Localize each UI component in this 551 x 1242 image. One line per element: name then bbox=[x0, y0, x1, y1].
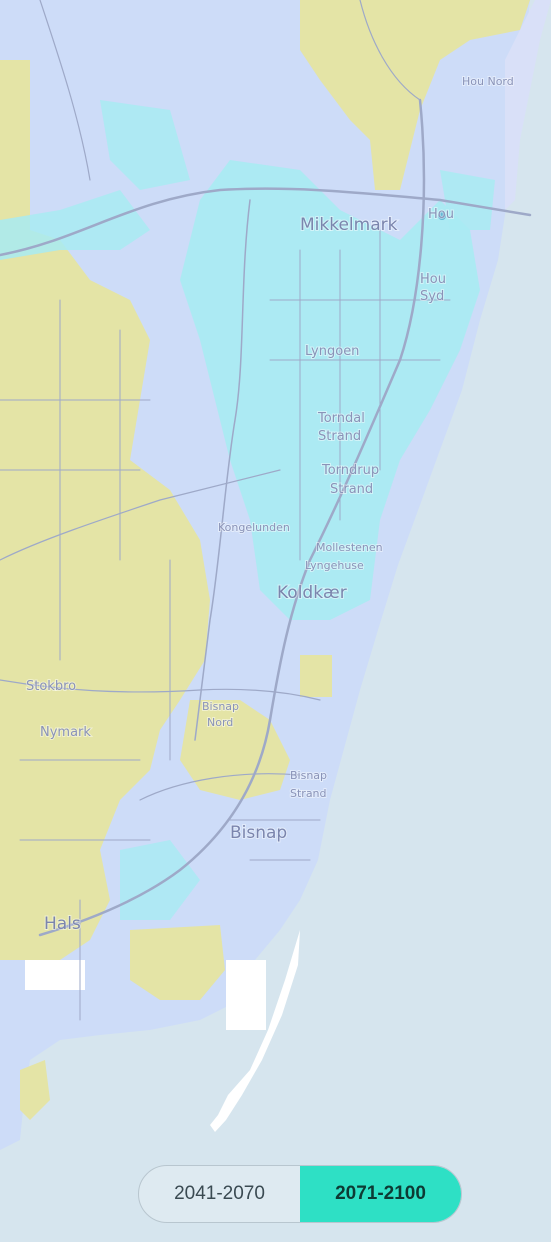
yellow-zone bbox=[300, 655, 332, 697]
place-label-lyngoen: Lyngoen bbox=[305, 344, 359, 359]
marker-dot bbox=[438, 212, 446, 220]
road bbox=[194, 199, 251, 741]
road bbox=[39, 0, 91, 181]
place-label-stokbro: Stokbro bbox=[26, 679, 76, 694]
place-label-hou-syd: Syd bbox=[420, 289, 444, 304]
place-label-koldkaer: Koldkær bbox=[277, 583, 347, 603]
place-label-nymark: Nymark bbox=[40, 725, 91, 740]
road bbox=[139, 773, 301, 801]
yellow-zone bbox=[20, 1060, 50, 1120]
place-label-lyngehuse: Lyngehuse bbox=[305, 559, 364, 572]
yellow-zone bbox=[300, 0, 530, 190]
place-label-torndrup-strand: Strand bbox=[330, 482, 373, 497]
main-road bbox=[38, 98, 426, 937]
place-labels: Hou Nord Hou Hou Syd Mikkelmark Lyngoen … bbox=[25, 74, 515, 935]
north-peninsula bbox=[505, 0, 551, 210]
main-road bbox=[0, 187, 532, 257]
cyan-zone bbox=[180, 160, 480, 620]
period-option-2041-2070[interactable]: 2041-2070 bbox=[174, 1183, 265, 1204]
cyan-zone bbox=[440, 170, 495, 230]
white-patch bbox=[25, 960, 85, 990]
place-label-bisnap-nord: Nord bbox=[207, 716, 233, 729]
road bbox=[0, 679, 321, 701]
place-label-bisnap: Bisnap bbox=[230, 823, 287, 843]
road bbox=[359, 0, 421, 101]
place-label-bisnap-nord: Bisnap bbox=[202, 700, 239, 713]
yellow-zone bbox=[180, 700, 290, 800]
place-label-hou-syd: Hou bbox=[420, 272, 446, 287]
yellow-zone bbox=[130, 925, 225, 1000]
place-label-kongelunden: Kongelunden bbox=[218, 521, 290, 534]
place-label-torndal-strand: Strand bbox=[318, 429, 361, 444]
place-label-mikkelmark: Mikkelmark bbox=[300, 215, 398, 235]
period-toggle[interactable]: 2041-2070 2071-2100 bbox=[138, 1165, 462, 1223]
period-option-2071-2100[interactable]: 2071-2100 bbox=[300, 1166, 461, 1222]
place-label-torndal-strand: Torndal bbox=[317, 411, 365, 426]
place-label-bisnap-strand: Bisnap bbox=[290, 769, 327, 782]
yellow-zone bbox=[0, 60, 210, 960]
road-network bbox=[0, 0, 532, 1021]
cyan-zone bbox=[120, 840, 200, 920]
place-label-hou-nord: Hou Nord bbox=[462, 75, 514, 88]
white-patch bbox=[226, 960, 266, 1030]
cyan-zone bbox=[100, 100, 190, 190]
place-label-hals: Hals bbox=[44, 914, 81, 934]
place-label-torndrup-strand: Torndrup bbox=[321, 463, 379, 478]
cyan-zone bbox=[0, 190, 150, 260]
place-label-mollestenen: Mollestenen bbox=[316, 541, 383, 554]
place-label-bisnap-strand: Strand bbox=[290, 787, 327, 800]
place-label-hou: Hou bbox=[428, 207, 454, 222]
road bbox=[0, 469, 281, 561]
